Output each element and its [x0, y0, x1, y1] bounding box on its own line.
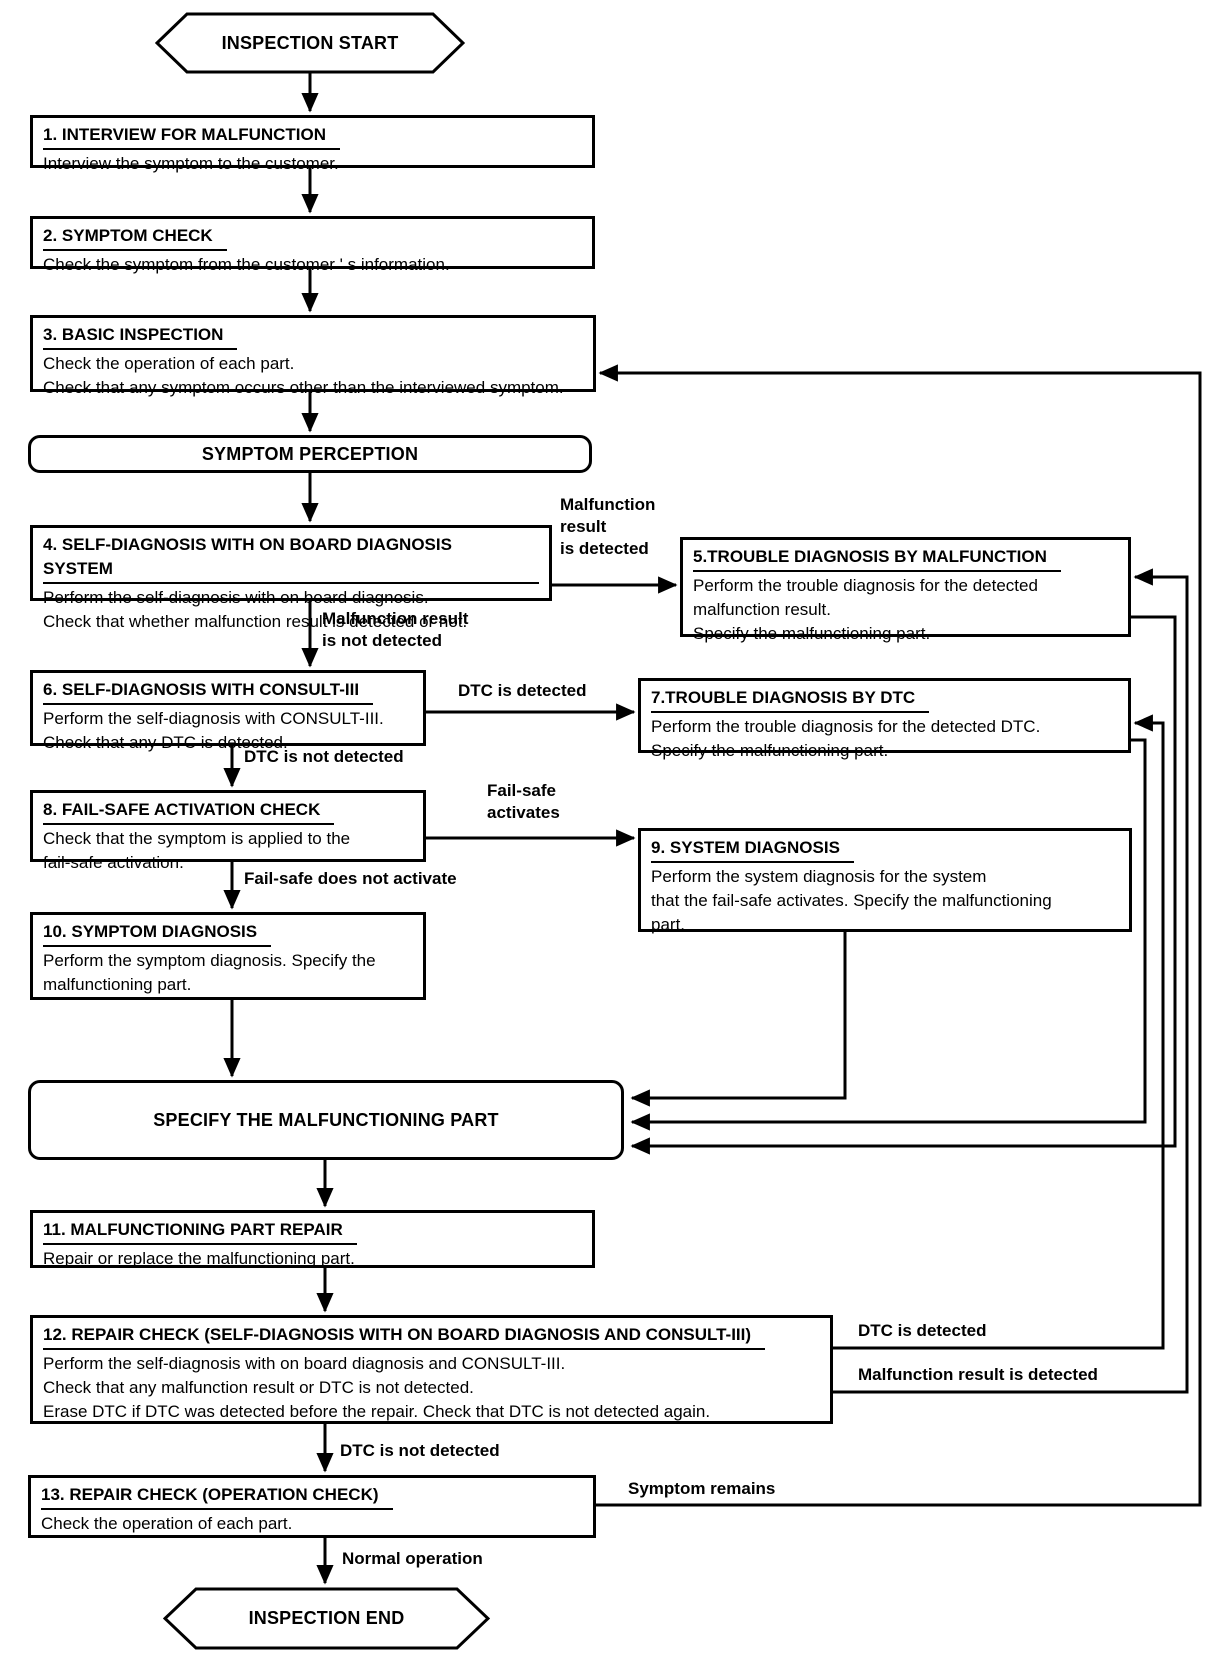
edge-label-dtc-not-detected: DTC is not detected: [244, 747, 404, 766]
step-10-symptom-diagnosis-box: 10. SYMPTOM DIAGNOSIS Perform the sympto…: [30, 912, 426, 1000]
step-6-self-diagnosis-consult-box: 6. SELF-DIAGNOSIS WITH CONSULT-III Perfo…: [30, 670, 426, 752]
step-1-title: 1. INTERVIEW FOR MALFUNCTION: [43, 123, 341, 150]
step-2-title: 2. SYMPTOM CHECK: [43, 224, 227, 251]
step-13-title: 13. REPAIR CHECK (OPERATION CHECK): [41, 1483, 393, 1510]
step-12-body: Perform the self-diagnosis with on board…: [43, 1354, 711, 1421]
step-3-title: 3. BASIC INSPECTION: [43, 323, 238, 350]
step-8-body: Check that the symptom is applied to the…: [43, 829, 351, 872]
step-11-body: Repair or replace the malfunctioning par…: [43, 1249, 355, 1268]
step-4-self-diagnosis-onboard-box: 4. SELF-DIAGNOSIS WITH ON BOARD DIAGNOSI…: [30, 525, 552, 631]
step-10-body: Perform the symptom diagnosis. Specify t…: [43, 951, 376, 994]
step-11-part-repair-box: 11. MALFUNCTIONING PART REPAIR Repair or…: [30, 1210, 595, 1268]
specify-malfunctioning-part-label: SPECIFY THE MALFUNCTIONING PART: [153, 1109, 499, 1130]
edge-label-malfunction-detected: Malfunction result is detected: [560, 495, 656, 558]
inspection-end-node: INSPECTION END: [163, 1587, 490, 1650]
step-10-title: 10. SYMPTOM DIAGNOSIS: [43, 920, 272, 947]
hexagon-shape: [163, 1587, 490, 1650]
hexagon-shape: [155, 12, 465, 74]
edge-label-dtc-detected: DTC is detected: [458, 681, 587, 700]
edge-label-fail-safe-activates: Fail-safe activates: [487, 781, 560, 822]
step-13-repair-check-operation-box: 13. REPAIR CHECK (OPERATION CHECK) Check…: [28, 1475, 596, 1538]
edge-label-repair-malfunction-detected: Malfunction result is detected: [858, 1365, 1098, 1384]
inspection-end-label: INSPECTION END: [248, 1608, 405, 1628]
step-4-title: 4. SELF-DIAGNOSIS WITH ON BOARD DIAGNOSI…: [43, 533, 539, 584]
step-7-body: Perform the trouble diagnosis for the de…: [651, 717, 1041, 760]
step-12-title: 12. REPAIR CHECK (SELF-DIAGNOSIS WITH ON…: [43, 1323, 766, 1350]
step-6-body: Perform the self-diagnosis with CONSULT-…: [43, 709, 384, 752]
symptom-perception-node: SYMPTOM PERCEPTION: [28, 435, 592, 473]
edge-label-malfunction-not-detected: Malfunction result is not detected: [322, 609, 469, 650]
edge-label-repair-dtc-not-detected: DTC is not detected: [340, 1441, 500, 1460]
step-5-trouble-diagnosis-malfunction-box: 5.TROUBLE DIAGNOSIS BY MALFUNCTION Perfo…: [680, 537, 1131, 643]
step-2-symptom-check-box: 2. SYMPTOM CHECK Check the symptom from …: [30, 216, 595, 274]
edge-label-repair-dtc-detected: DTC is detected: [858, 1321, 987, 1340]
step-5-title: 5.TROUBLE DIAGNOSIS BY MALFUNCTION: [693, 545, 1061, 572]
step-9-system-diagnosis-box: 9. SYSTEM DIAGNOSIS Perform the system d…: [638, 828, 1132, 934]
step-11-title: 11. MALFUNCTIONING PART REPAIR: [43, 1218, 357, 1245]
inspection-start-label: INSPECTION START: [221, 32, 399, 53]
step-4-body: Perform the self-diagnosis with on board…: [43, 588, 468, 631]
step-9-body: Perform the system diagnosis for the sys…: [651, 867, 1052, 934]
step-6-title: 6. SELF-DIAGNOSIS WITH CONSULT-III: [43, 678, 374, 705]
edge-label-symptom-remains: Symptom remains: [628, 1479, 776, 1498]
step-3-basic-inspection-box: 3. BASIC INSPECTION Check the operation …: [30, 315, 596, 397]
edge-label-fail-safe-does-not-activate: Fail-safe does not activate: [244, 869, 457, 888]
step-2-body: Check the symptom from the customer ' s …: [43, 255, 450, 274]
step-13-body: Check the operation of each part.: [41, 1514, 293, 1533]
step-1-interview-box: 1. INTERVIEW FOR MALFUNCTION Interview t…: [30, 115, 595, 173]
step-8-fail-safe-check-box: 8. FAIL-SAFE ACTIVATION CHECK Check that…: [30, 790, 426, 872]
step-8-title: 8. FAIL-SAFE ACTIVATION CHECK: [43, 798, 335, 825]
inspection-start-node: INSPECTION START: [155, 12, 465, 74]
specify-malfunctioning-part-node: SPECIFY THE MALFUNCTIONING PART: [28, 1080, 624, 1160]
step-12-repair-check-selfdiag-box: 12. REPAIR CHECK (SELF-DIAGNOSIS WITH ON…: [30, 1315, 833, 1424]
step-3-body: Check the operation of each part. Check …: [43, 354, 564, 397]
step-7-title: 7.TROUBLE DIAGNOSIS BY DTC: [651, 686, 930, 713]
edge-label-normal-operation: Normal operation: [342, 1549, 483, 1568]
symptom-perception-label: SYMPTOM PERCEPTION: [201, 443, 419, 464]
step-7-trouble-diagnosis-dtc-box: 7.TROUBLE DIAGNOSIS BY DTC Perform the t…: [638, 678, 1131, 760]
step-5-body: Perform the trouble diagnosis for the de…: [693, 576, 1038, 643]
step-9-title: 9. SYSTEM DIAGNOSIS: [651, 836, 854, 863]
step-1-body: Interview the symptom to the customer.: [43, 154, 339, 173]
